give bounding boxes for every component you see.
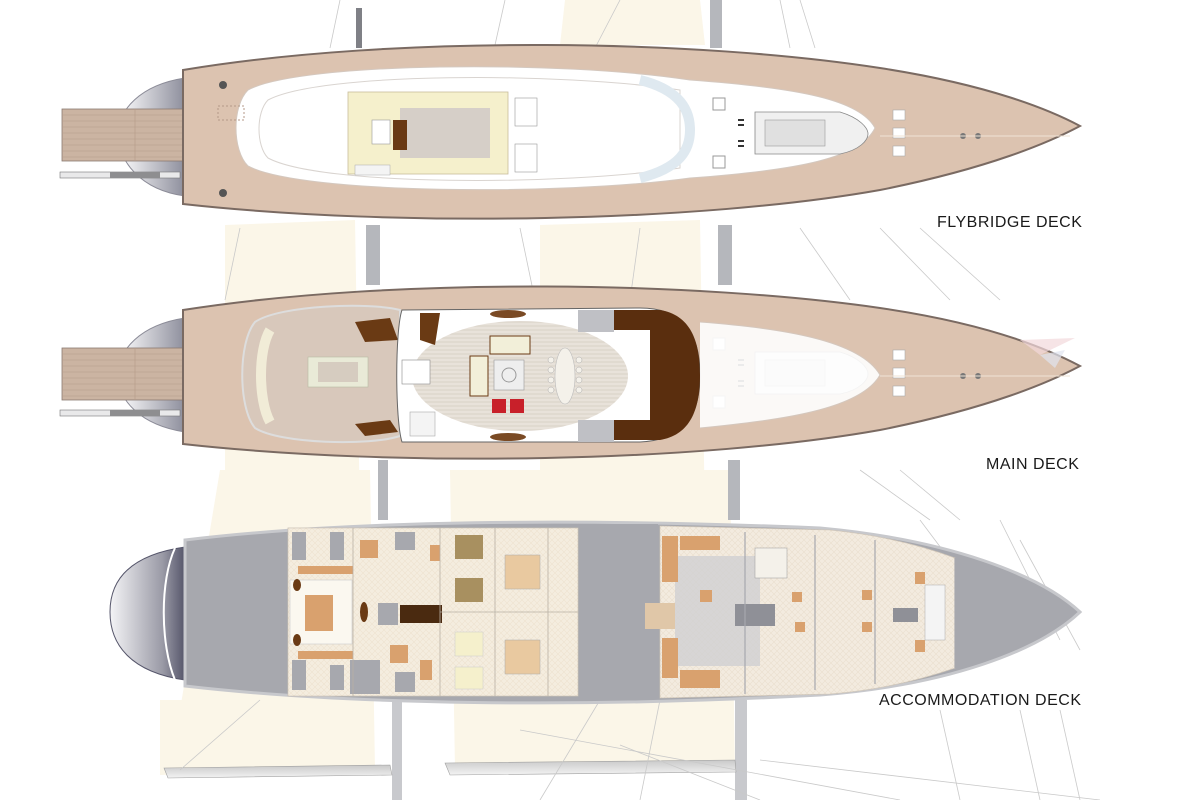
flybridge-deck-label: FLYBRIDGE DECK [937, 214, 1083, 231]
accommodation-deck-plan [109, 520, 1083, 705]
main-deck-label: MAIN DECK [986, 456, 1080, 473]
main-deck-plan [59, 285, 1083, 460]
flybridge-deck-plan [59, 43, 1083, 220]
accommodation-deck-label: ACCOMMODATION DECK [879, 692, 1082, 709]
